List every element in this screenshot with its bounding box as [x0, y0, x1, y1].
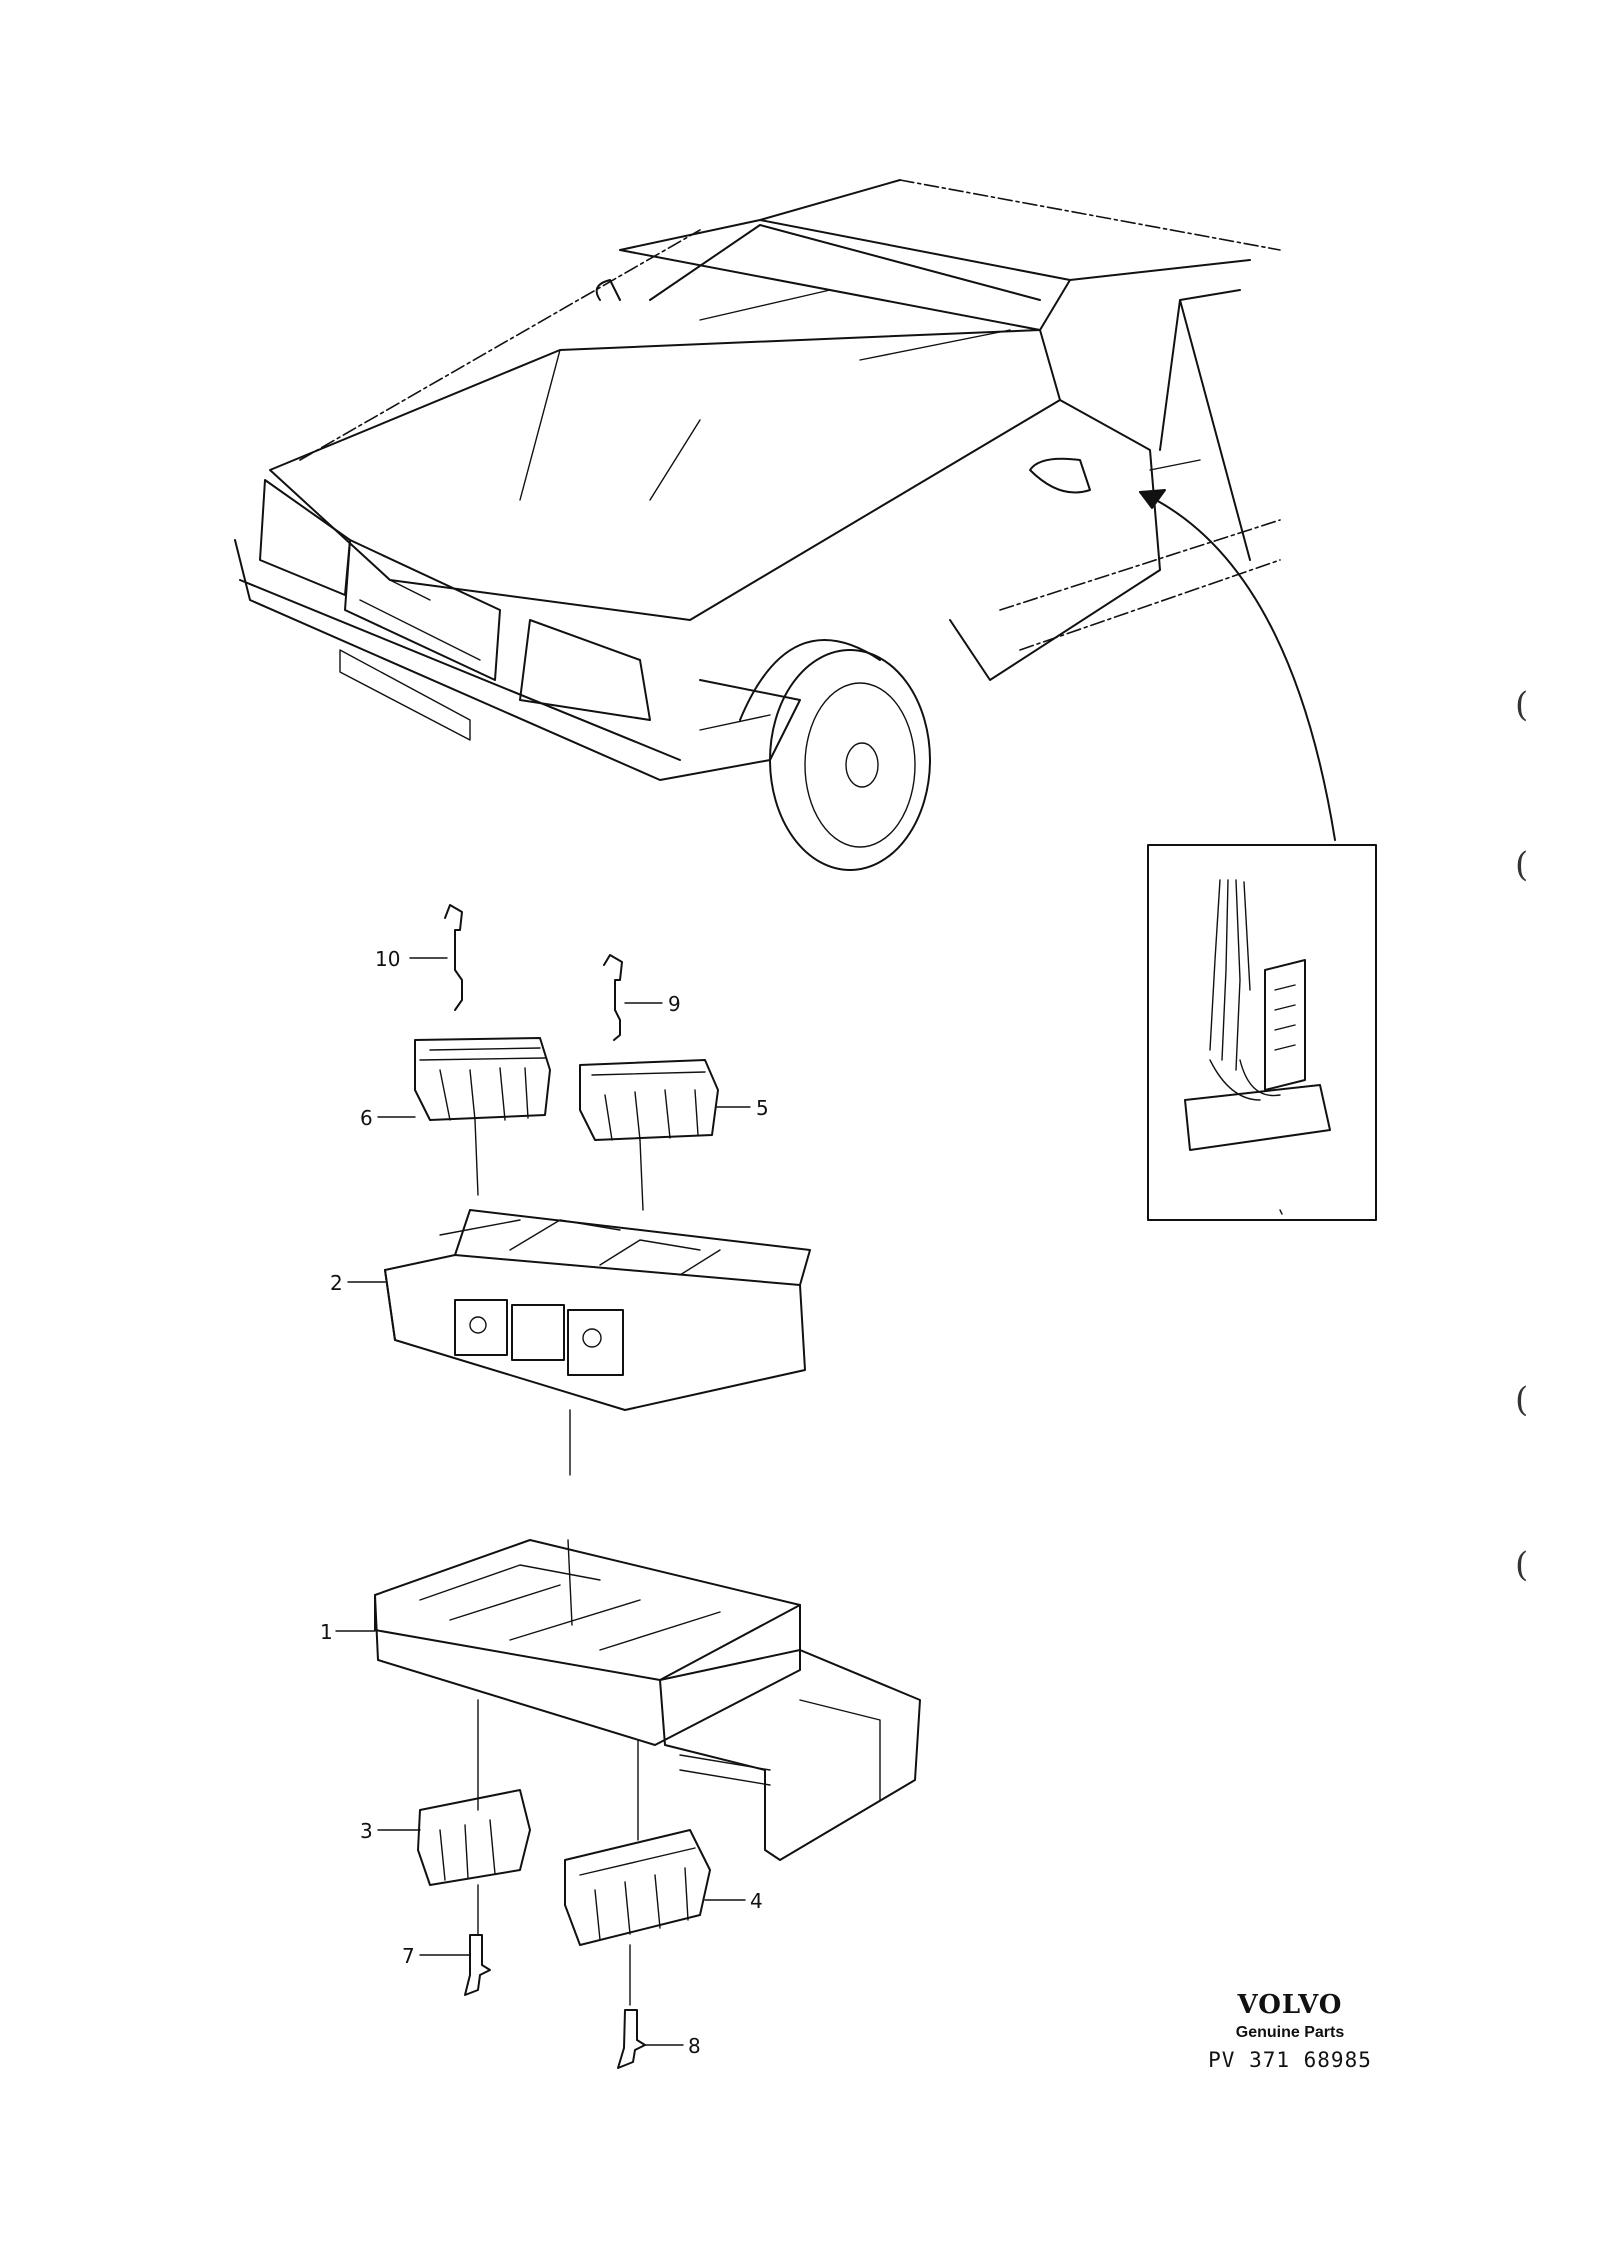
pointer-arrow	[1139, 491, 1336, 841]
part-1-central-box	[374, 1539, 921, 1861]
arrow-head-icon	[1139, 489, 1166, 509]
leader-lines	[335, 957, 751, 2046]
margin-mark: (	[1515, 685, 1529, 725]
margin-mark: (	[1515, 1380, 1529, 1420]
part-3-connector	[417, 1789, 531, 1936]
callout-3: 3	[360, 1819, 373, 1843]
callout-1: 1	[320, 1620, 333, 1644]
car-illustration	[234, 179, 1281, 871]
brand-block: VOLVO Genuine Parts PV 371 68985	[1175, 1990, 1405, 2072]
part-2-relay-box	[384, 1119, 811, 1476]
callout-7: 7	[402, 1944, 415, 1968]
callout-8: 8	[688, 2034, 701, 2058]
callout-6: 6	[360, 1106, 373, 1130]
callout-2: 2	[330, 1271, 343, 1295]
margin-mark: (	[1515, 1545, 1529, 1585]
part-code: PV 371 68985	[1208, 2048, 1372, 2072]
callout-5: 5	[756, 1096, 769, 1120]
inset-detail	[1147, 844, 1377, 1221]
part-8-terminal	[617, 2009, 646, 2069]
brand-subtitle: Genuine Parts	[1235, 2024, 1345, 2041]
part-4-connector	[564, 1829, 711, 2006]
callout-9: 9	[668, 992, 681, 1016]
callout-4: 4	[750, 1889, 763, 1913]
part-7-terminal	[464, 1934, 491, 1996]
part-10-terminal	[444, 904, 463, 1011]
part-5-connector	[579, 1059, 719, 1141]
part-9-terminal	[603, 954, 623, 1041]
callout-10: 10	[375, 947, 400, 971]
part-6-connector	[414, 1037, 551, 1121]
margin-mark: (	[1515, 845, 1529, 885]
volvo-logo: VOLVO	[1237, 1990, 1343, 2020]
